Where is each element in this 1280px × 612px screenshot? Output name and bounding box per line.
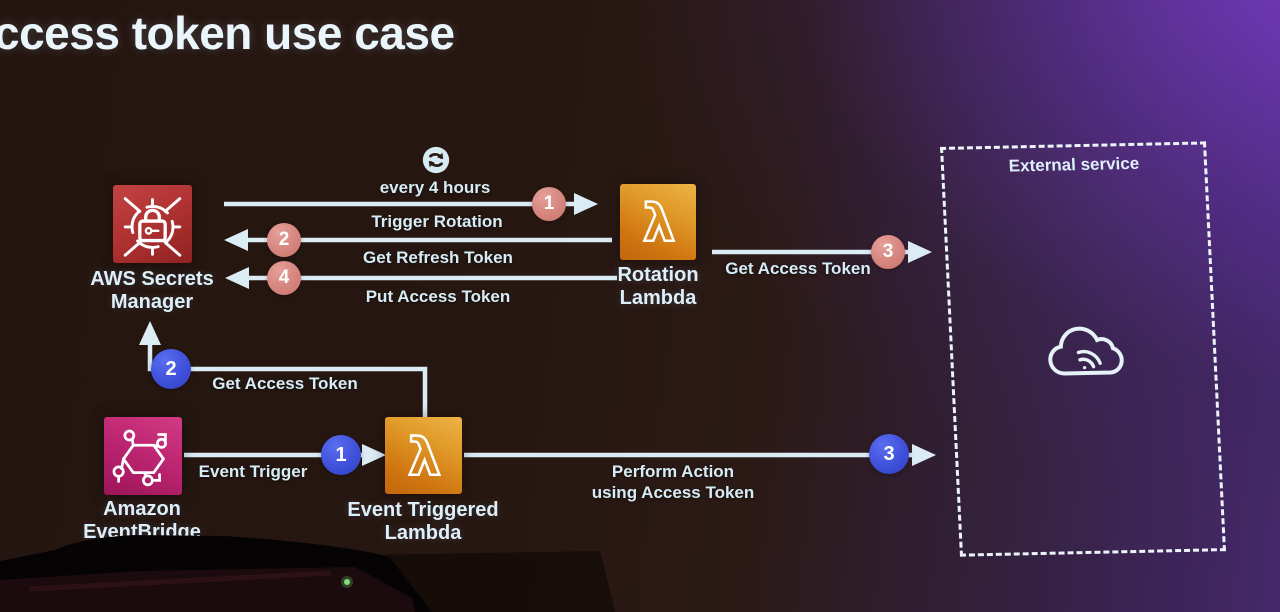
webcam-led	[344, 579, 350, 585]
trigger-rotation-label: Trigger Rotation	[371, 212, 503, 231]
secrets-manager-icon	[113, 185, 192, 263]
step-badge-event-1: 1	[321, 435, 361, 475]
get-access-token-event-label: Get Access Token	[212, 374, 358, 393]
eventbridge-label: Amazon EventBridge	[83, 498, 201, 543]
rotation-schedule-icon	[419, 143, 453, 177]
event-triggered-lambda-icon: λ	[385, 417, 462, 494]
step-badge-event-3: 3	[869, 434, 909, 474]
rotation-lambda-icon: λ	[620, 184, 696, 260]
put-access-token-label: Put Access Token	[365, 287, 511, 306]
step-badge-rotation-4: 4	[267, 261, 301, 295]
svg-text:λ: λ	[408, 428, 441, 488]
external-service-box: External service	[940, 141, 1226, 557]
external-service-label: External service	[1008, 153, 1140, 176]
step-badge-event-2: 2	[151, 349, 191, 389]
get-refresh-token-label: Get Refresh Token	[363, 248, 513, 267]
secrets-manager-label: AWS Secrets Manager	[90, 268, 214, 313]
step-badge-rotation-2: 2	[267, 223, 301, 257]
webcam-led-glow	[341, 576, 353, 588]
cloud-icon	[1035, 314, 1138, 386]
schedule-label: every 4 hours	[379, 178, 491, 197]
rotation-lambda-label: Rotation Lambda	[617, 264, 699, 309]
perform-action-label: Perform Action using Access Token	[591, 462, 755, 502]
event-triggered-lambda-label: Event Triggered Lambda	[347, 499, 499, 544]
get-access-token-external-label: Get Access Token	[725, 259, 871, 278]
svg-text:λ: λ	[643, 194, 675, 254]
step-badge-rotation-1: 1	[532, 187, 566, 221]
eventbridge-icon	[104, 417, 182, 495]
step-badge-rotation-3: 3	[871, 235, 905, 269]
slide-title: ccess token use case	[0, 7, 455, 59]
event-trigger-label: Event Trigger	[198, 462, 308, 481]
